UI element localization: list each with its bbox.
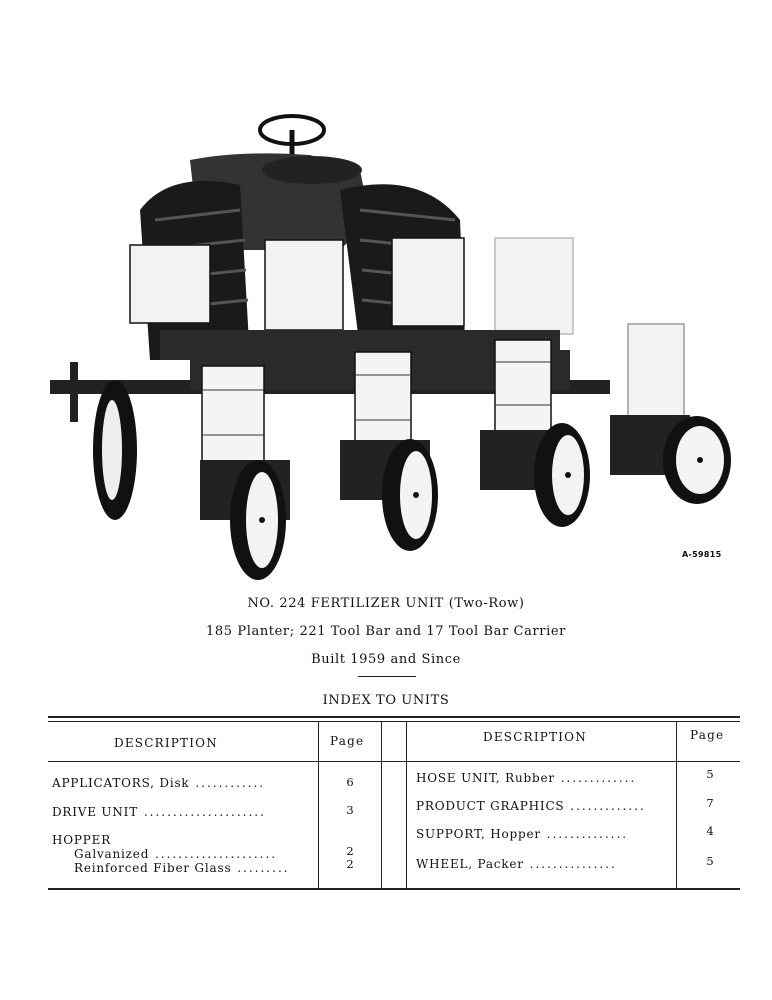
table-bottom-rule: [48, 888, 740, 890]
header-rule: [48, 761, 740, 762]
list-item: Reinforced Fiber Glass .........: [74, 861, 290, 875]
page-number: 5: [706, 767, 714, 781]
page-number: 2: [346, 857, 354, 871]
caption-title: NO. 224 FERTILIZER UNIT (Two-Row): [247, 596, 525, 611]
photo-reference-code: A-59815: [682, 550, 722, 559]
page-number: 6: [346, 775, 354, 789]
col-rule: [381, 721, 382, 888]
table-top-rule-thin: [48, 721, 740, 722]
page-number: 2: [346, 844, 354, 858]
left-header-description: DESCRIPTION: [114, 736, 218, 750]
table-top-rule: [48, 716, 740, 718]
list-item: APPLICATORS, Disk ............: [52, 776, 266, 790]
list-item: DRIVE UNIT .....................: [52, 805, 266, 819]
index-title: INDEX TO UNITS: [322, 693, 450, 708]
list-item: SUPPORT, Hopper ..............: [416, 827, 629, 841]
list-item: HOSE UNIT, Rubber .............: [416, 771, 637, 785]
list-item: WHEEL, Packer ...............: [416, 857, 617, 871]
left-header-page: Page: [330, 734, 365, 748]
page-number: 3: [346, 803, 354, 817]
right-header-page: Page: [690, 728, 725, 742]
caption-divider: [358, 676, 416, 677]
page-number: 5: [706, 854, 714, 868]
index-table: DESCRIPTION Page DESCRIPTION Page APPLIC…: [48, 716, 740, 890]
list-item: PRODUCT GRAPHICS .............: [416, 799, 646, 813]
list-item: Galvanized .....................: [74, 847, 278, 861]
col-rule: [318, 721, 319, 888]
col-rule: [676, 721, 677, 888]
page-number: 7: [706, 796, 714, 810]
col-rule: [406, 721, 407, 888]
fertilizer-unit-photo: [50, 114, 731, 580]
list-item: HOPPER: [52, 833, 112, 847]
right-header-description: DESCRIPTION: [483, 730, 587, 744]
caption-subtitle: 185 Planter; 221 Tool Bar and 17 Tool Ba…: [206, 624, 566, 639]
page-number: 4: [706, 824, 714, 838]
caption-built: Built 1959 and Since: [311, 652, 461, 667]
